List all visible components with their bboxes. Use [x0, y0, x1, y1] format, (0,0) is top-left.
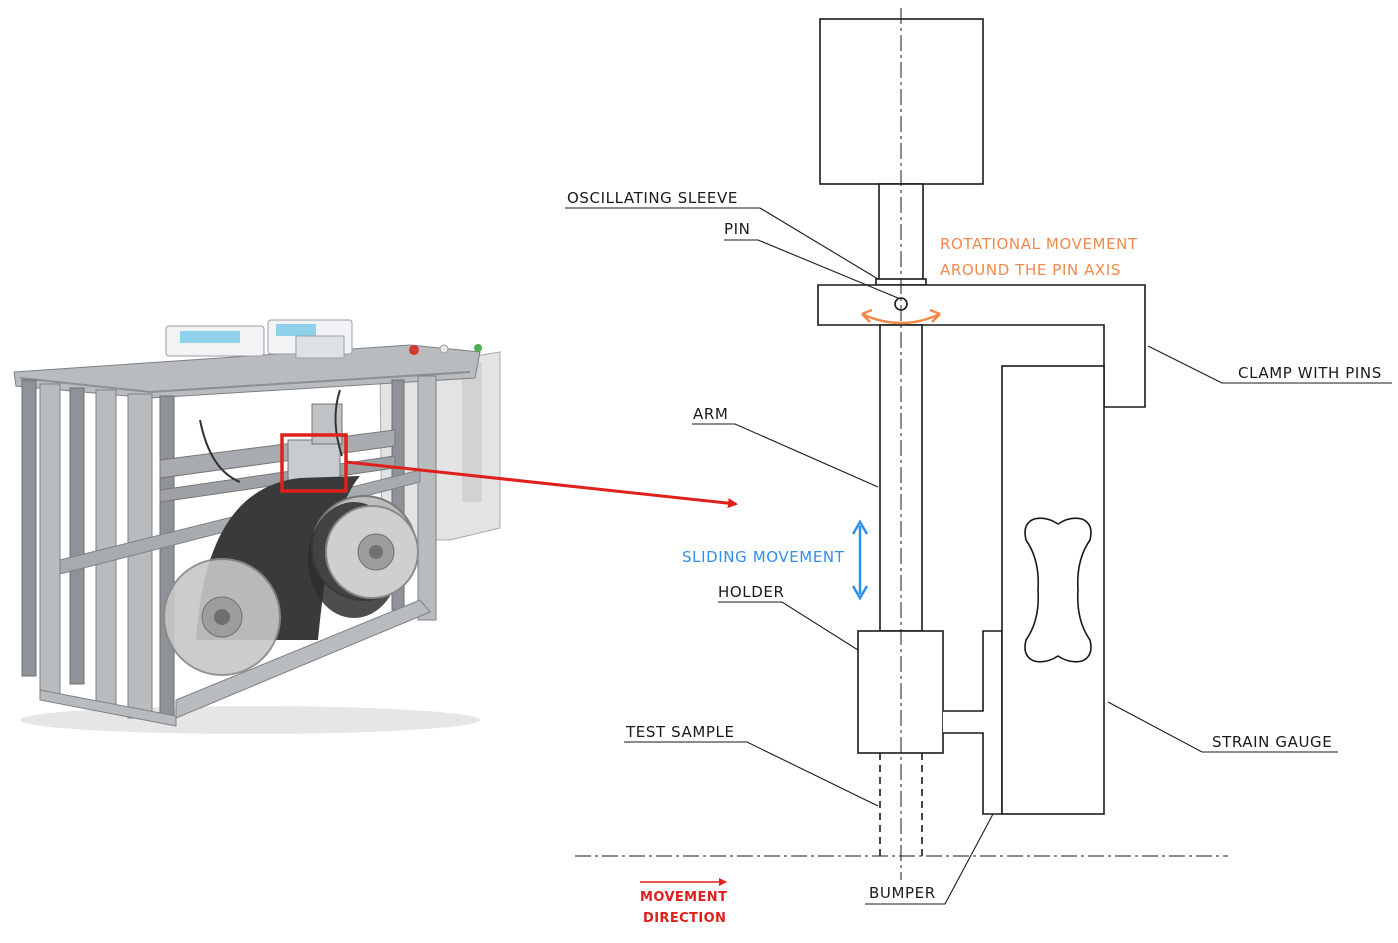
label-rotational-line2: AROUND THE PIN AXIS [940, 261, 1121, 279]
rotation-arc-icon [861, 312, 941, 325]
technical-drawing [565, 8, 1392, 905]
label-holder: HOLDER [718, 583, 785, 601]
label-sliding-movement: SLIDING MOVEMENT [682, 548, 845, 566]
pointer-arrow [345, 460, 738, 509]
label-movement-line2: DIRECTION [643, 911, 726, 926]
label-clamp-with-pins: CLAMP WITH PINS [1238, 364, 1382, 382]
label-arm: ARM [693, 405, 728, 423]
label-movement-line1: MOVEMENT [640, 890, 727, 905]
label-rotational-line1: ROTATIONAL MOVEMENT [940, 235, 1138, 253]
label-test-sample: TEST SAMPLE [625, 723, 735, 741]
dogbone-cutout [1024, 517, 1092, 663]
label-bumper: BUMPER [869, 884, 936, 902]
connector-part [943, 630, 1003, 815]
label-oscillating-sleeve: OSCILLATING SLEEVE [567, 189, 738, 207]
label-pin: PIN [724, 220, 751, 238]
label-strain-gauge: STRAIN GAUGE [1212, 733, 1332, 751]
machine-photo [13, 319, 501, 734]
